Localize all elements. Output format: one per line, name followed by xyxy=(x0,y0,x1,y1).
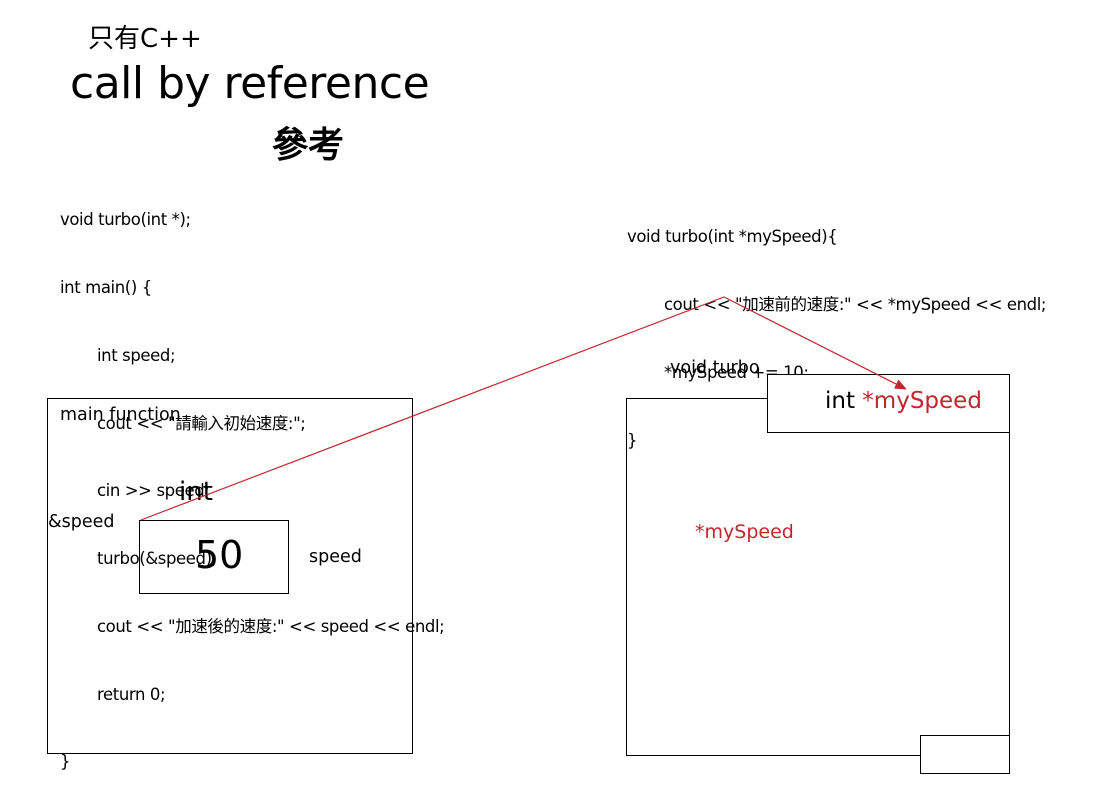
param-name: *mySpeed xyxy=(862,388,982,414)
code-line: turbo(&speed); xyxy=(97,549,217,569)
code-line: cout << "加速後的速度:" << speed << endl; xyxy=(97,616,445,636)
code-line: void turbo(int *); xyxy=(60,210,191,230)
code-line: cout << "請輸入初始速度:"; xyxy=(97,413,306,433)
speed-value: 50 xyxy=(195,533,244,577)
page-title: call by reference xyxy=(70,58,430,109)
dereference-label: *mySpeed xyxy=(695,521,794,543)
code-line: return 0; xyxy=(97,684,166,704)
code-line: int main() { xyxy=(60,277,152,297)
code-line: cout << "加速前的速度:" << *mySpeed << endl; xyxy=(664,294,1047,314)
code-line: cin >> speed; xyxy=(97,481,210,501)
speed-variable-box xyxy=(139,520,289,594)
code-line: int speed; xyxy=(97,345,176,365)
type-label: int xyxy=(179,477,213,507)
small-corner-box xyxy=(920,735,1010,774)
only-cpp-note: 只有C++ xyxy=(88,24,202,54)
pointer-parameter-label: int *mySpeed xyxy=(825,388,982,414)
reference-arrow-line xyxy=(140,296,907,521)
main-code-block: void turbo(int *); int main() { int spee… xyxy=(60,164,445,797)
code-line: void turbo(int *mySpeed){ xyxy=(627,227,838,247)
page-subtitle: 參考 xyxy=(272,125,345,166)
pointer-parameter-box xyxy=(767,374,1010,433)
turbo-code-block: void turbo(int *mySpeed){ cout << "加速前的速… xyxy=(627,181,1046,475)
address-label: &speed xyxy=(48,512,115,532)
main-function-frame xyxy=(47,398,413,754)
main-function-label: main function xyxy=(60,405,181,425)
param-type: int xyxy=(825,388,863,414)
turbo-function-label: void turbo xyxy=(670,358,760,378)
code-line: } xyxy=(60,752,71,772)
variable-name-label: speed xyxy=(309,547,362,567)
code-line: } xyxy=(627,430,638,450)
